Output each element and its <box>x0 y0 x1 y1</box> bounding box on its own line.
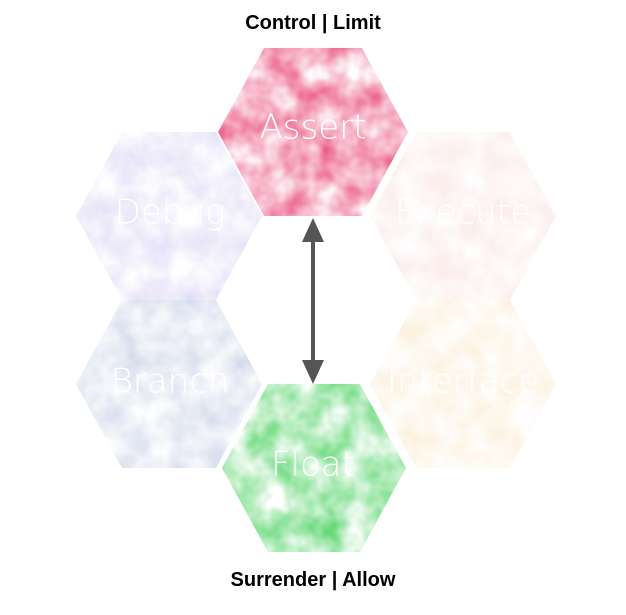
hexagon-interface: Interface <box>370 300 556 468</box>
hexagon-shape <box>370 132 556 300</box>
hexagon-shape <box>76 132 262 300</box>
hexagon-shape <box>222 384 406 552</box>
hexagon-label: Assert <box>260 108 367 148</box>
hexagon-float: Float <box>222 384 406 552</box>
bottom-caption: Surrender | Allow <box>230 569 396 591</box>
hexagon-branch: Branch <box>76 300 262 468</box>
hexagon-label: Branch <box>111 362 230 402</box>
hexagon-debug: Debug <box>76 132 262 300</box>
hexagon-label: Execute <box>395 193 531 233</box>
arrow-head-down <box>302 360 324 384</box>
arrow-head-up <box>302 218 324 242</box>
hexagon-shape <box>370 300 556 468</box>
hexagon-assert: Assert <box>218 48 408 216</box>
top-caption: Control | Limit <box>245 12 381 34</box>
hexagon-label: Debug <box>115 193 226 233</box>
hexagon-execute: Execute <box>370 132 556 300</box>
hexagon-shape <box>76 300 262 468</box>
hexagon-label: Interface <box>387 362 539 402</box>
hexagon-shape <box>218 48 408 216</box>
double-arrow <box>302 218 324 384</box>
hexagon-label: Float <box>271 445 355 485</box>
